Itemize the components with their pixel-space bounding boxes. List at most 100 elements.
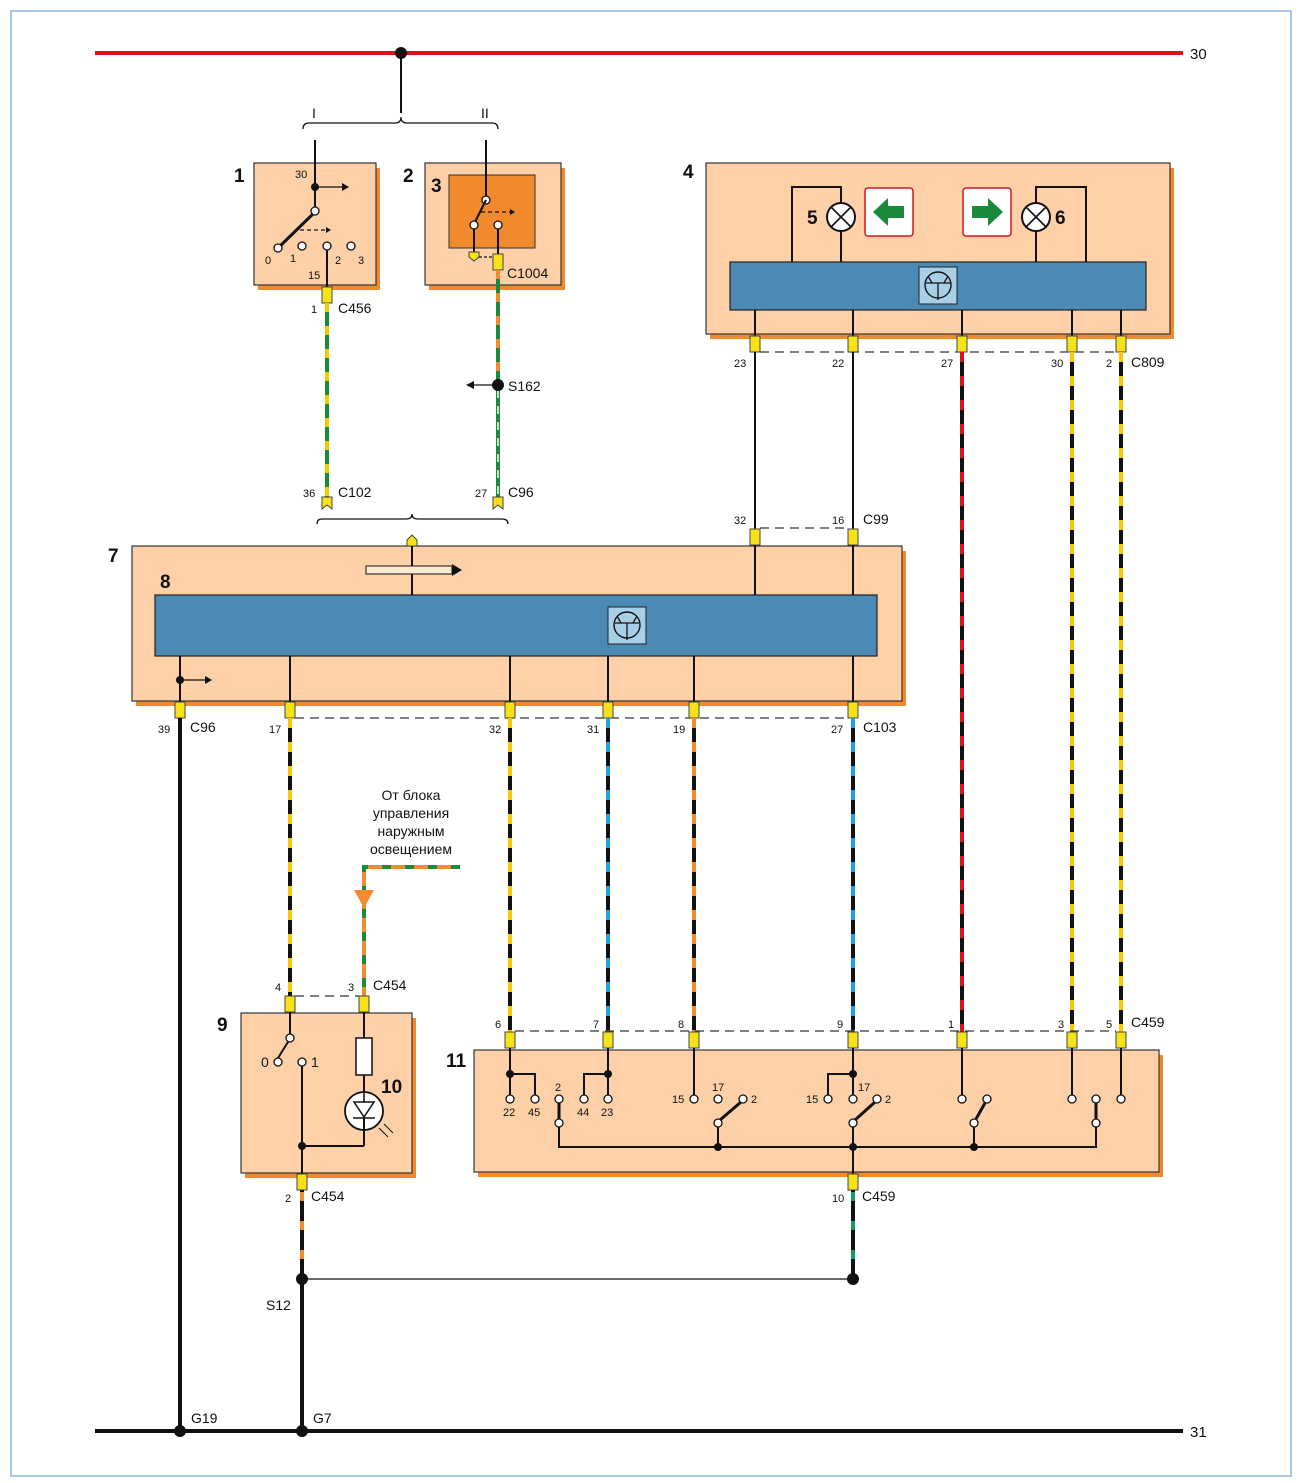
position-3: 3: [358, 255, 364, 267]
component-8-number: 8: [160, 572, 171, 593]
c459-pin-label: 1: [948, 1019, 954, 1031]
splice-c459-ground: [847, 1273, 859, 1285]
bus-31-label: 31: [1190, 1424, 1207, 1441]
c459-pin-10: [847, 1173, 859, 1191]
c456-label: C456: [338, 300, 372, 316]
c459-pin-8: [688, 1031, 700, 1049]
c459-pin-5: [1115, 1031, 1127, 1049]
component-3-number: 3: [431, 176, 442, 197]
terminal-22: 22: [503, 1107, 515, 1119]
c103-pin-27: [847, 701, 859, 719]
s12-label: S12: [266, 1297, 291, 1313]
note-line-2: управления: [373, 805, 449, 821]
note-line-3: наружным: [377, 823, 444, 839]
c1004-label: C1004: [507, 265, 548, 281]
terminal-30-label: 30: [295, 169, 307, 181]
c103-pin-label: 32: [489, 724, 501, 736]
c459-pin-label: 7: [593, 1019, 599, 1031]
c809-label: C809: [1131, 354, 1165, 370]
c103-pin-label: 17: [269, 724, 281, 736]
terminal-17b: 17: [858, 1082, 870, 1094]
terminal-15a: 15: [672, 1094, 684, 1106]
frame: [10, 10, 1292, 1477]
position-0: 0: [265, 255, 271, 267]
c96-bottom-pin: 39: [158, 724, 170, 736]
component-7-number: 7: [108, 546, 119, 567]
c454-pin-4: [284, 995, 296, 1013]
c809-pin-22: [847, 335, 859, 353]
c459-pin-9: [847, 1031, 859, 1049]
c103-pin-32: [504, 701, 516, 719]
component-11-number: 11: [446, 1051, 467, 1072]
bottom-brace: [316, 513, 509, 525]
bcm-ecu: [154, 594, 878, 657]
note-line-4: освещением: [370, 841, 452, 857]
s162-label: S162: [508, 378, 541, 394]
c103-pin-19: [688, 701, 700, 719]
c459-pin-label: 3: [1058, 1019, 1064, 1031]
bus-30-label: 30: [1190, 46, 1207, 63]
switch9-pos1: 1: [311, 1054, 319, 1070]
c809-pin-label: 30: [1051, 358, 1063, 370]
terminal-23: 23: [601, 1107, 613, 1119]
c99-pin-label: 32: [734, 515, 746, 527]
c454-top-label: C454: [373, 977, 407, 993]
c103-pin-17: [284, 701, 296, 719]
connector-c1004: [492, 253, 504, 271]
c459-bottom-label: C459: [862, 1188, 896, 1204]
note-line-1: От блока: [382, 787, 441, 803]
c459-pin-7: [602, 1031, 614, 1049]
terminal-45: 45: [528, 1107, 540, 1119]
c459-pin-label: 6: [495, 1019, 501, 1031]
hazard-switch: 9 0 1 10: [217, 1012, 416, 1178]
arrow-left-icon: [466, 381, 474, 389]
multifunction-switch: 11 22 45 2 44 23 15 17 2: [446, 1048, 1163, 1177]
instrument-cluster: 4 5 6: [683, 162, 1174, 339]
c809-pin-2: [1115, 335, 1127, 353]
c102-pin: 36: [303, 488, 315, 500]
c454-pin-label: 3: [348, 982, 354, 994]
c96-bottom-label: C96: [190, 719, 216, 735]
arrow-right-icon: [342, 183, 349, 191]
component-10-number: 10: [381, 1077, 402, 1098]
connector-c102: [321, 496, 333, 511]
position-2: 2: [335, 255, 341, 267]
terminal-44: 44: [577, 1107, 589, 1119]
c96-bottom-pin-39: [174, 701, 186, 719]
component-9-number: 9: [217, 1015, 228, 1036]
c103-pin-label: 19: [673, 724, 685, 736]
c454-bottom-pin: 2: [285, 1193, 291, 1205]
c99-pin-32: [749, 528, 761, 546]
c809-pin-23: [749, 335, 761, 353]
c454-pin-label: 4: [275, 982, 281, 994]
c99-pin-16: [847, 528, 859, 546]
c459-pin-1: [956, 1031, 968, 1049]
c809-pin-label: 22: [832, 358, 844, 370]
c809-pin-label: 2: [1106, 358, 1112, 370]
terminal-2b: 2: [751, 1094, 757, 1106]
c99-label: C99: [863, 511, 889, 527]
c454-pin-2: [296, 1173, 308, 1191]
c809-pin-label: 23: [734, 358, 746, 370]
c809-pin-label: 27: [941, 358, 953, 370]
c103-pin-31: [602, 701, 614, 719]
c459-top-label: C459: [1131, 1014, 1165, 1030]
c809-pin-27: [956, 335, 968, 353]
c459-pin-label: 8: [678, 1019, 684, 1031]
c99-pin-label: 16: [832, 515, 844, 527]
c454-bottom-label: C454: [311, 1188, 345, 1204]
c96-top-pin: 27: [475, 488, 487, 500]
c459-pin-label: 5: [1106, 1019, 1112, 1031]
c103-pin-label: 27: [831, 724, 843, 736]
terminal-15-label: 15: [308, 270, 320, 282]
connector-c456: [321, 286, 333, 304]
component-6-number: 6: [1055, 208, 1066, 229]
top-brace: [302, 116, 499, 130]
component-4-number: 4: [683, 162, 694, 183]
c96-top-label: C96: [508, 484, 534, 500]
component-2-number: 2: [403, 166, 414, 187]
c459-pin-3: [1066, 1031, 1078, 1049]
body-control-module: 7 8: [108, 534, 906, 706]
ignition-switch: 1 30 0 1 2 3 15: [234, 140, 380, 292]
